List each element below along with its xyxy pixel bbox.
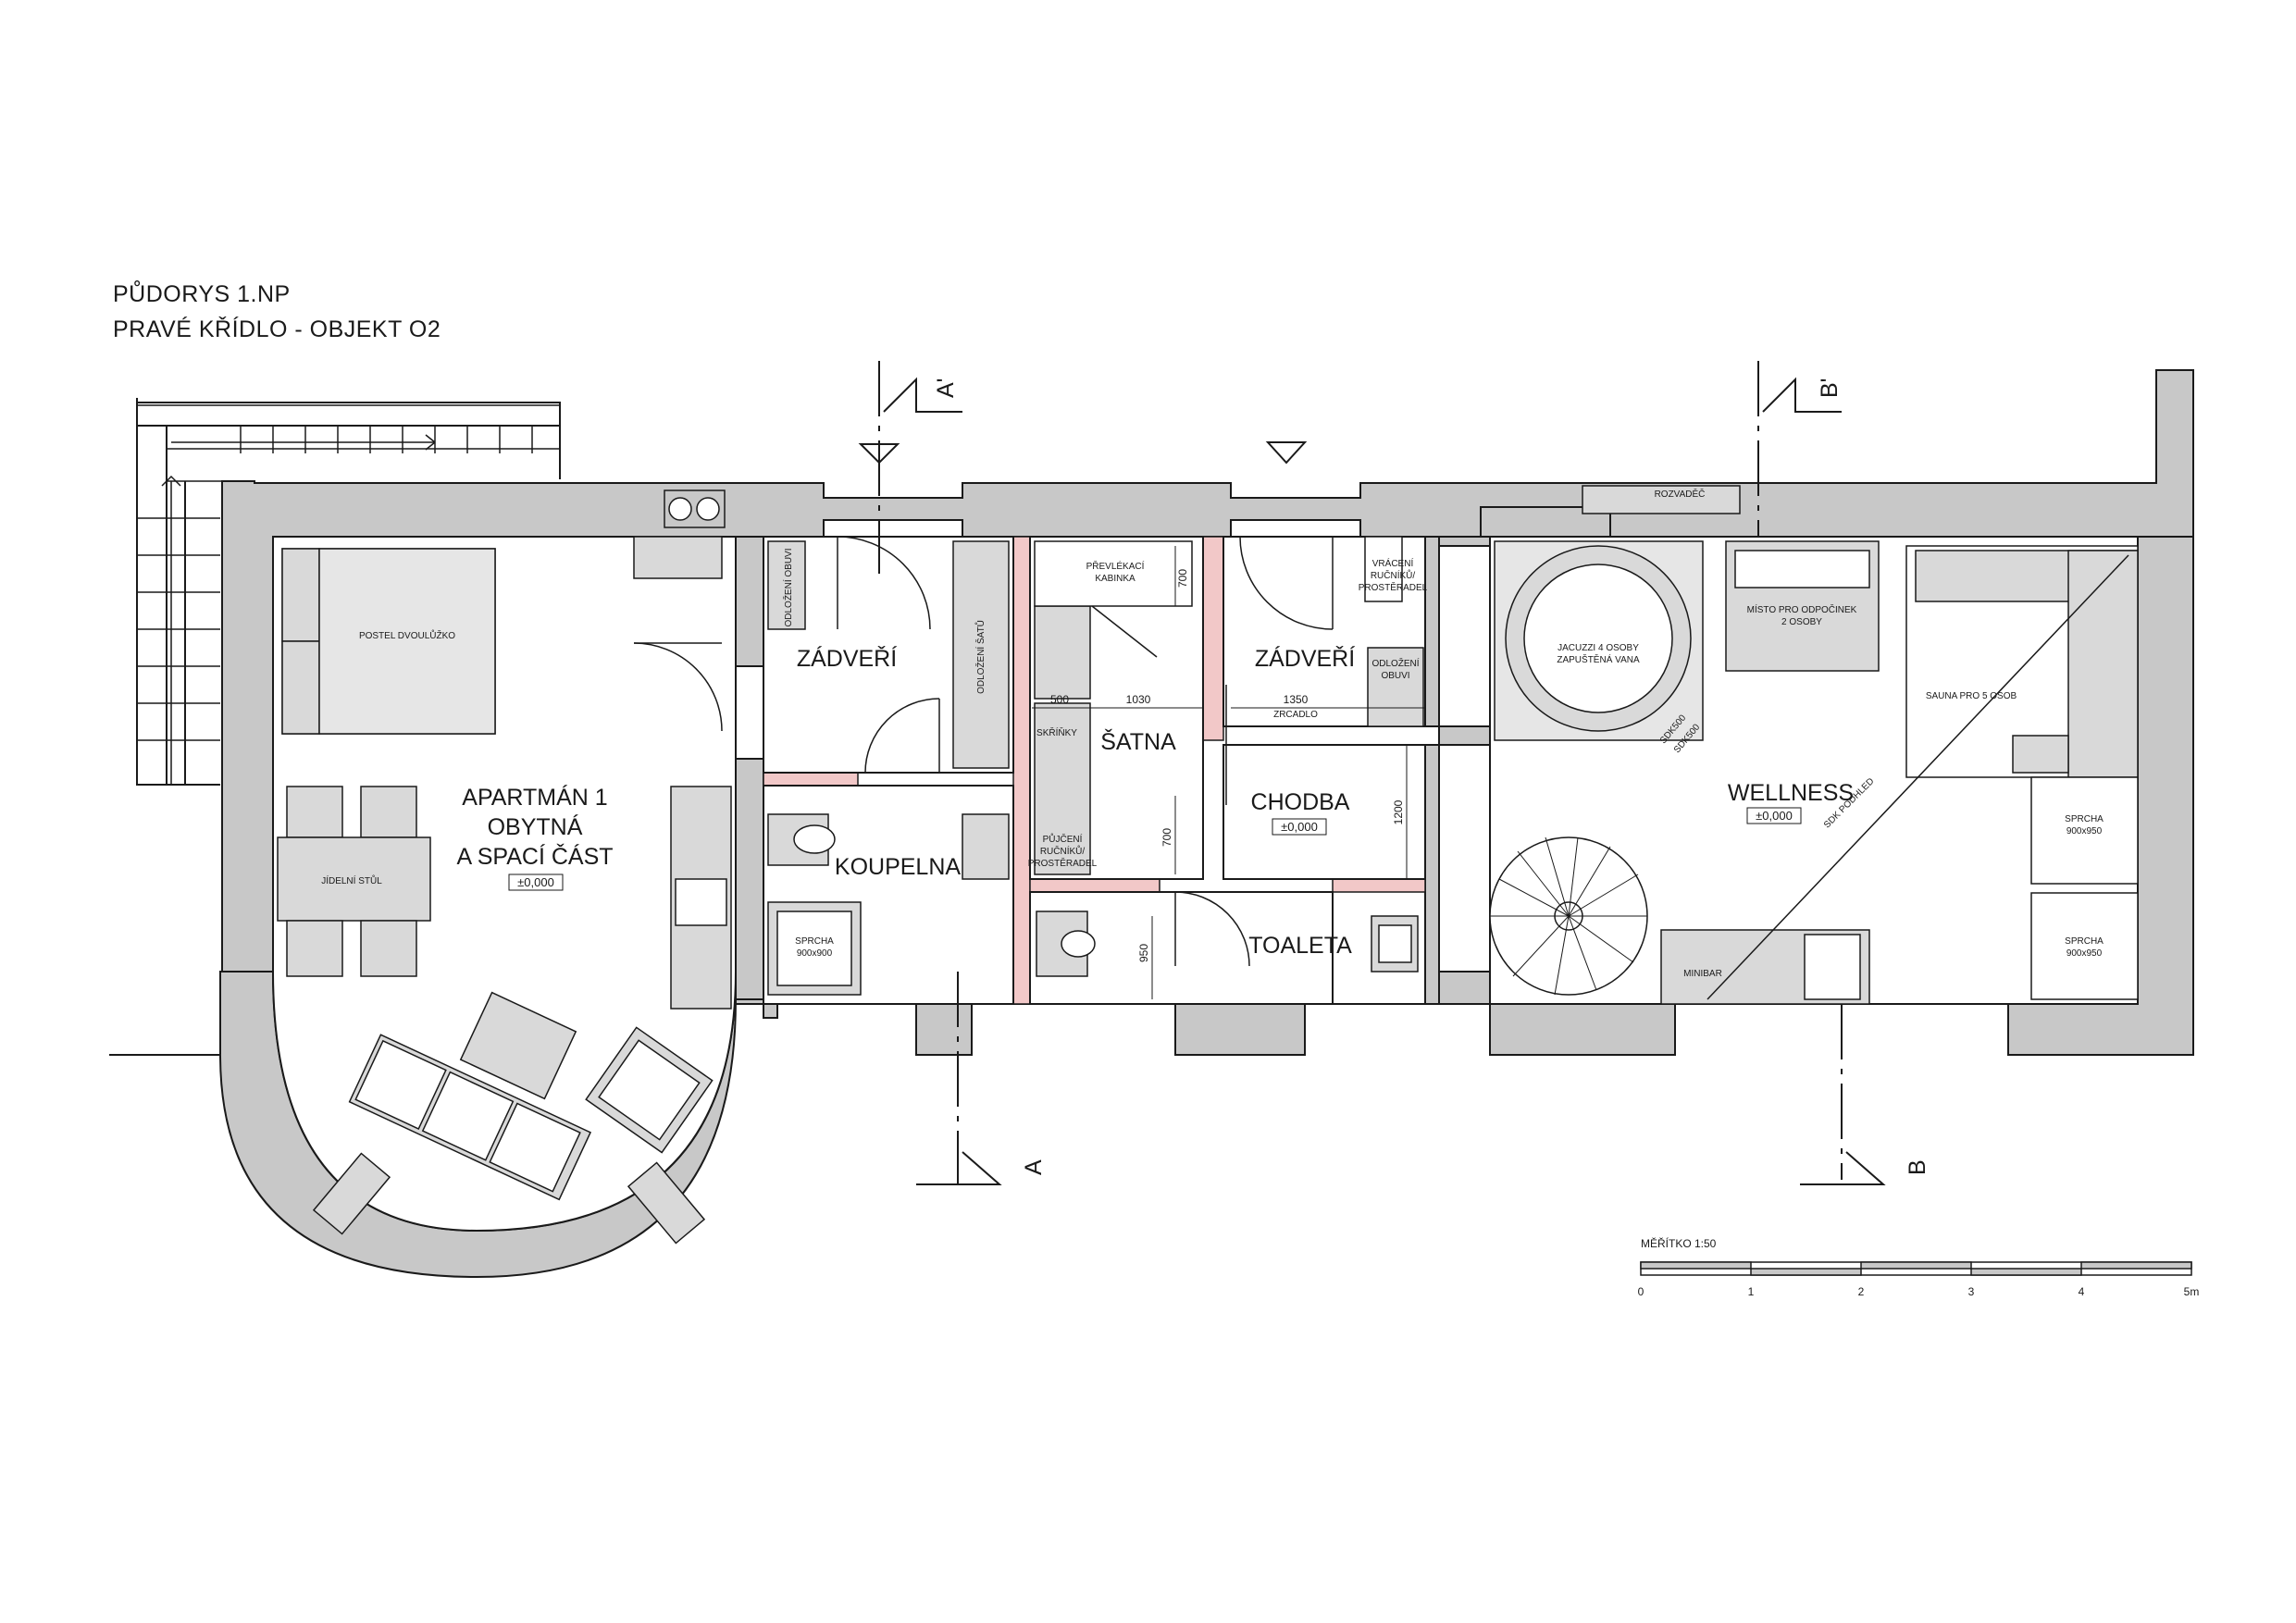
exterior-stair	[136, 398, 561, 786]
label-minibar: MINIBAR	[1683, 969, 1722, 979]
scale-title: MĚŘÍTKO 1:50	[1641, 1236, 1717, 1250]
label-shower1: SPRCHA	[2065, 814, 2104, 824]
label-double-bed: POSTEL DVOULŮŽKO	[359, 629, 455, 641]
fixtures-left	[767, 536, 1424, 996]
label-towel-rental: PŮJČENÍ	[1043, 833, 1083, 845]
scale-tick-5: 5m	[2184, 1285, 2200, 1298]
corridor-level: ±0,000	[1281, 820, 1318, 834]
scale-tick-0: 0	[1638, 1285, 1644, 1298]
label-towel-return3: PROSTĚRADEL	[1359, 581, 1428, 593]
room-vestibule-right: ZÁDVEŘÍ	[1255, 645, 1355, 672]
scale-tick-1: 1	[1748, 1285, 1755, 1298]
label-jacuzzi2: ZAPUŠTĚNÁ VANA	[1557, 653, 1640, 665]
scale-tick-3: 3	[1968, 1285, 1975, 1298]
room-corridor: CHODBA	[1251, 789, 1350, 815]
label-shower-bath: SPRCHA	[795, 936, 834, 947]
room-apartment-line2: OBYTNÁ	[488, 813, 583, 840]
section-lines	[858, 361, 1886, 1185]
label-towel-rental2: RUČNÍKŮ/	[1040, 845, 1086, 857]
label-shoe-storage: ODLOŽENÍ OBUVI	[782, 548, 794, 626]
scale-tick-2: 2	[1858, 1285, 1865, 1298]
dimension-lines	[1032, 546, 1425, 999]
wellness-fixtures	[1489, 485, 2139, 1005]
label-shoe-storage-right2: OBUVI	[1381, 671, 1409, 681]
section-b-top: B'	[1817, 378, 1843, 398]
label-switchboard: ROZVADĚČ	[1655, 488, 1706, 500]
section-b-bottom: B	[1905, 1159, 1930, 1175]
label-towel-return2: RUČNÍKŮ/	[1371, 569, 1416, 581]
dim-700b: 700	[1160, 828, 1173, 847]
room-apartment-title: APARTMÁN 1	[462, 784, 607, 811]
label-towel-return: VRÁCENÍ	[1372, 557, 1414, 569]
dim-950: 950	[1137, 944, 1150, 962]
room-bathroom: KOUPELNA	[835, 854, 961, 880]
label-changing-cabin2: KABINKA	[1095, 574, 1136, 584]
label-towel-rental3: PROSTĚRADEL	[1028, 857, 1098, 869]
label-rest: MÍSTO PRO ODPOČINEK	[1747, 603, 1857, 615]
label-sauna: SAUNA PRO 5 OSOB	[1926, 691, 2017, 701]
plan-title: PŮDORYS 1.NP	[113, 281, 291, 307]
label-lockers: SKŘÍŇKY	[1036, 726, 1077, 738]
room-vestibule-left: ZÁDVEŘÍ	[797, 645, 897, 672]
label-shower1-size: 900x950	[2066, 826, 2103, 836]
ceiling-line	[1706, 554, 2129, 1000]
plan-subtitle: PRAVÉ KŘÍDLO - OBJEKT O2	[113, 316, 441, 342]
label-dining-table: JÍDELNÍ STŮL	[321, 874, 382, 886]
dim-700a: 700	[1176, 569, 1189, 588]
label-changing-cabin: PŘEVLÉKACÍ	[1086, 560, 1145, 572]
apartment-level: ±0,000	[517, 875, 554, 889]
apartment-furniture	[277, 489, 732, 1245]
spiral-stair	[1490, 836, 1647, 996]
label-shoe-storage-right: ODLOŽENÍ	[1371, 657, 1419, 669]
label-shower-bath-size: 900x900	[797, 948, 833, 959]
dim-1350: 1350	[1284, 693, 1309, 706]
room-wardrobe: ŠATNA	[1100, 728, 1176, 755]
dim-500: 500	[1050, 693, 1069, 706]
label-shower2-size: 900x950	[2066, 948, 2103, 959]
section-a-top: A'	[933, 378, 959, 398]
room-toilet: TOALETA	[1248, 933, 1352, 959]
dim-1200: 1200	[1392, 799, 1405, 824]
label-mirror: ZRCADLO	[1273, 710, 1318, 720]
label-shower2: SPRCHA	[2065, 936, 2104, 947]
scale-tick-4: 4	[2079, 1285, 2085, 1298]
section-a-bottom: A	[1021, 1159, 1047, 1175]
wellness-level: ±0,000	[1756, 809, 1793, 823]
door-swings	[633, 536, 1334, 967]
scale-bar	[1640, 1261, 2192, 1276]
label-rest2: 2 OSOBY	[1781, 617, 1822, 627]
room-wellness: WELLNESS	[1728, 780, 1854, 806]
label-clothes-storage: ODLOŽENÍ ŠATŮ	[974, 620, 987, 694]
room-apartment-line3: A SPACÍ ČÁST	[456, 843, 613, 870]
dim-1030: 1030	[1126, 693, 1151, 706]
label-jacuzzi: JACUZZI 4 OSOBY	[1558, 643, 1639, 653]
